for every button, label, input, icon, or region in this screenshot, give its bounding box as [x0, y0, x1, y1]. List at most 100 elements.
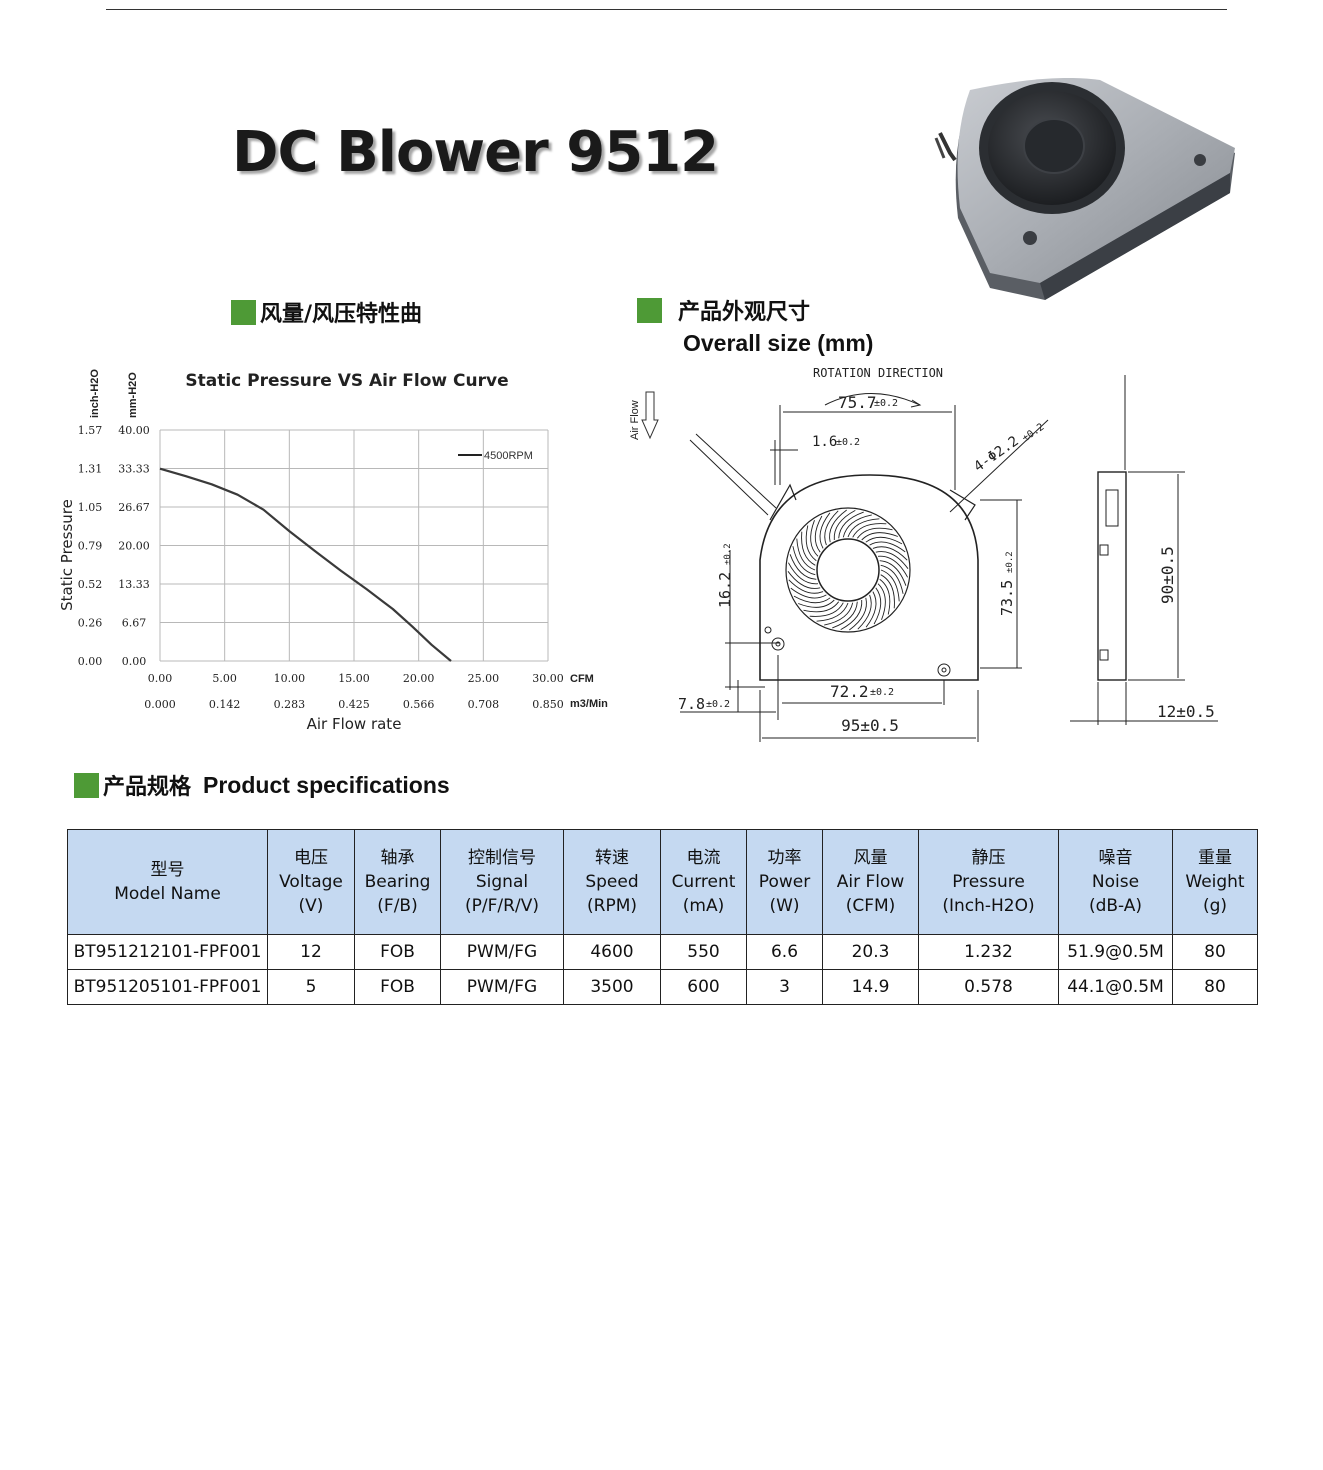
y-tick-label-inch: 1.57	[78, 424, 103, 437]
svg-text:±0.2: ±0.2	[723, 543, 733, 565]
impeller-blade	[875, 551, 909, 569]
cable-outline	[689, 433, 777, 516]
table-cell: FOB	[354, 969, 441, 1005]
impeller-blade	[840, 599, 863, 630]
svg-text:±0.2: ±0.2	[874, 398, 898, 409]
y-unit-mm: mm-H2O	[127, 372, 139, 418]
x-unit-cfm: CFM	[570, 673, 594, 685]
svg-text:±0.2: ±0.2	[836, 437, 860, 448]
impeller-blade	[833, 510, 856, 541]
table-cell: 5	[267, 969, 355, 1005]
impeller-blade	[879, 578, 891, 615]
impeller-blade	[873, 587, 882, 625]
dim-thickness: 12±0.5	[1157, 702, 1215, 721]
green-square-icon	[637, 297, 662, 323]
impeller-blade	[824, 602, 854, 626]
impeller-blade	[792, 546, 816, 576]
chart-grid	[159, 429, 549, 662]
impeller-blade	[816, 602, 849, 622]
y-tick-label-mm: 26.67	[118, 501, 150, 514]
impeller-blade	[796, 538, 816, 571]
impeller-blade	[838, 511, 864, 539]
chart-series	[159, 467, 452, 662]
page-title: DC Blower 9512	[232, 120, 719, 185]
impeller-blade	[805, 525, 817, 562]
impeller-blade	[819, 512, 831, 549]
impeller-blade	[849, 597, 867, 631]
chart-ticks: 0.000.0005.000.14210.000.28315.000.42520…	[78, 424, 564, 711]
impeller-blade	[788, 579, 824, 594]
x-tick-label-cfm: 25.00	[468, 672, 500, 685]
table-cell: 80	[1172, 934, 1258, 970]
table-cell: BT951205101-FPF001	[67, 969, 268, 1005]
impeller-blade	[880, 569, 900, 602]
impeller-blade	[857, 594, 872, 630]
x-unit-m3: m3/Min	[570, 698, 608, 710]
svg-text:±0.2: ±0.2	[1005, 551, 1015, 573]
impeller-blade	[789, 554, 817, 580]
side-view-body	[1097, 471, 1127, 681]
impeller-blade	[810, 520, 819, 557]
section-spec-heading: 产品规格 Product specifications	[74, 769, 450, 801]
table-cell: 51.9@0.5M	[1058, 934, 1173, 970]
impeller-blade	[865, 536, 903, 545]
top-rule	[106, 9, 1227, 10]
y-tick-label-inch: 0.52	[78, 578, 103, 591]
green-square-icon	[74, 772, 99, 798]
y-tick-label-mm: 0.00	[122, 655, 147, 668]
y-tick-label-inch: 0.79	[78, 540, 103, 553]
table-cell: 3	[746, 969, 823, 1005]
impeller-blade	[824, 510, 839, 546]
table-cell: 14.9	[822, 969, 919, 1005]
impeller-blade	[877, 583, 886, 620]
impeller-blade	[879, 560, 907, 586]
dim-left-height: 16.2	[716, 572, 734, 608]
table-cell: 1.232	[918, 934, 1059, 970]
y-axis-label: Static Pressure	[58, 499, 76, 611]
table-cell: FOB	[354, 934, 441, 970]
impeller-blade	[801, 531, 816, 566]
impeller-blade	[865, 591, 877, 628]
dim-total-width: 95±0.5	[841, 716, 899, 735]
impeller-blade	[872, 546, 908, 561]
product-photo	[934, 78, 1235, 300]
x-tick-label-m3: 0.708	[468, 698, 500, 711]
x-tick-label-cfm: 10.00	[274, 672, 306, 685]
x-tick-label-cfm: 5.00	[212, 672, 237, 685]
dim-width-top: 75.7	[838, 393, 877, 412]
svg-text:±0.2: ±0.2	[706, 699, 730, 710]
table-cell: 12	[267, 934, 355, 970]
y-tick-label-inch: 1.05	[78, 501, 103, 514]
impeller-outer	[785, 507, 911, 633]
table-cell: 44.1@0.5M	[1058, 969, 1173, 1005]
impeller-blade	[803, 601, 840, 613]
impeller-blade	[809, 602, 844, 617]
impeller-blade	[814, 515, 823, 553]
airflow-label: Air Flow	[629, 400, 641, 440]
table-cell: BT951212101-FPF001	[67, 934, 268, 970]
section-size-subheading: Overall size (mm)	[683, 330, 874, 356]
table-cell: 550	[660, 934, 747, 970]
dim-hole-span: 72.2	[830, 682, 869, 701]
y-tick-label-inch: 0.26	[78, 617, 103, 630]
impeller-blade	[798, 599, 835, 608]
impeller-blades	[787, 509, 909, 631]
y-tick-label-mm: 40.00	[118, 424, 150, 437]
y-tick-label-mm: 33.33	[118, 463, 150, 476]
dim-left-offset: 7.8	[678, 695, 705, 713]
x-tick-label-m3: 0.425	[338, 698, 370, 711]
impeller-hub	[816, 538, 880, 602]
table-cell: 0.578	[918, 969, 1059, 1005]
rotation-label: ROTATION DIRECTION	[813, 366, 943, 380]
impeller-blade	[847, 518, 880, 538]
y-tick-label-inch: 1.31	[78, 463, 103, 476]
table-cell: 80	[1172, 969, 1258, 1005]
